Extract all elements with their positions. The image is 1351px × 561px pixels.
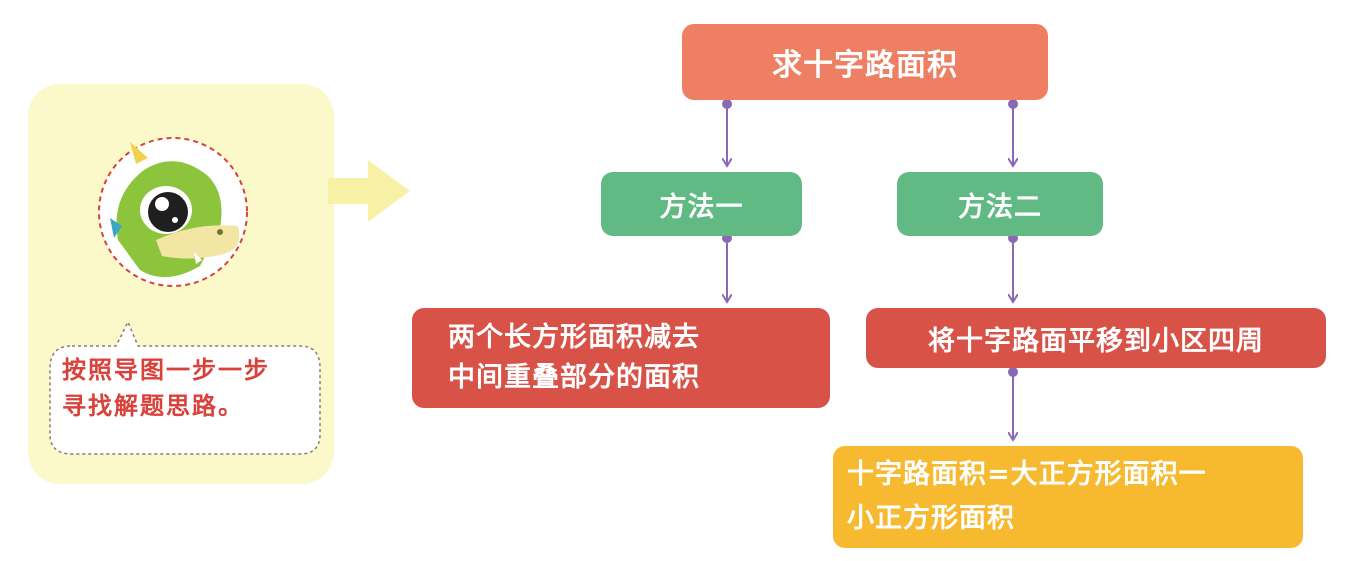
method-one-result-line-1: 两个长方形面积减去 [448,322,700,353]
method-two-step-box: 将十字路面平移到小区四周 [866,308,1326,368]
method-two-result-box: 十字路面积=大正方形面积一 小正方形面积 [833,446,1303,548]
method-two-step-label: 将十字路面平移到小区四周 [928,325,1264,357]
method-two-label: 方法二 [958,191,1042,223]
method-one-label: 方法一 [659,191,744,223]
bubble-line-2: 寻找解题思路。 [62,392,244,420]
method-two-result-line-2: 小正方形面积 [847,503,1015,534]
bubble-line-1: 按照导图一步一步 [62,356,270,384]
method-one-result-line-2: 中间重叠部分的面积 [448,362,700,393]
method-one-result-box: 两个长方形面积减去 中间重叠部分的面积 [412,308,830,408]
bubble-text: 按照导图一步一步 寻找解题思路。 [62,352,312,424]
method-two-result-line-1: 十字路面积=大正方形面积一 [847,459,1207,490]
goal-label: 求十字路面积 [772,48,958,83]
goal-box: 求十字路面积 [682,24,1048,100]
speech-bubble [49,320,321,455]
method-two-box: 方法二 [897,172,1103,236]
dinosaur-mascot-icon [98,137,248,287]
pointer-arrow-icon [328,160,410,222]
method-one-box: 方法一 [601,172,802,236]
